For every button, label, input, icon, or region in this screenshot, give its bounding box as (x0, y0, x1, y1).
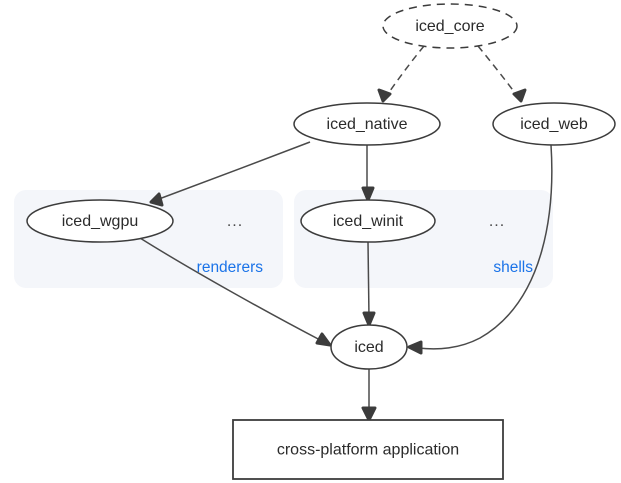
edge-native-to-wgpu (149, 141, 311, 207)
node-label-iced-core: iced_core (415, 18, 484, 35)
node-label-iced-wgpu: iced_wgpu (62, 213, 139, 230)
edge-path-winit-to-iced (367, 241, 370, 319)
node-iced-wgpu[interactable]: iced_wgpu (26, 199, 174, 243)
arrowhead-core-to-web (512, 88, 527, 103)
node-application[interactable]: cross-platform application (232, 419, 504, 480)
arrowhead-web-to-iced (407, 340, 423, 355)
node-label-iced-native: iced_native (327, 116, 408, 133)
group-label-renderers: renderers (197, 259, 264, 276)
node-iced-core[interactable]: iced_core (382, 3, 518, 49)
node-label-iced: iced (354, 339, 383, 356)
arrowhead-wgpu-to-iced (315, 332, 332, 347)
arrowhead-winit-to-iced (362, 311, 376, 327)
edge-path-wgpu-to-iced (139, 237, 323, 342)
node-iced-winit[interactable]: iced_winit (300, 199, 436, 243)
edge-path-web-to-iced (417, 144, 553, 350)
node-label-application: cross-platform application (277, 442, 459, 459)
arrowhead-core-to-native (377, 88, 392, 103)
edge-core-to-native (377, 45, 425, 103)
node-iced-web[interactable]: iced_web (492, 102, 616, 146)
arrowhead-iced-to-application (361, 406, 377, 422)
node-shape-application[interactable] (232, 419, 504, 480)
node-shape-iced-web[interactable] (492, 102, 616, 146)
edge-core-to-web (477, 45, 527, 103)
node-label-iced-winit: iced_winit (333, 213, 404, 230)
node-shape-iced[interactable] (330, 324, 408, 370)
ellipsis-shells: ... (489, 213, 505, 230)
arrowhead-native-to-winit (361, 186, 375, 202)
node-label-iced-web: iced_web (520, 116, 588, 133)
node-shape-iced-core[interactable] (382, 3, 518, 49)
node-shape-iced-native[interactable] (293, 102, 441, 146)
edge-wgpu-to-iced (139, 237, 332, 347)
edges-layer (139, 45, 553, 422)
edge-path-native-to-wgpu (150, 141, 311, 203)
edge-web-to-iced (407, 144, 553, 355)
edge-winit-to-iced (362, 241, 376, 327)
node-iced[interactable]: iced (330, 324, 408, 370)
edge-native-to-winit (361, 145, 375, 202)
node-shape-iced-wgpu[interactable] (26, 199, 174, 243)
arrowhead-native-to-wgpu (149, 192, 164, 207)
node-shape-iced-winit[interactable] (300, 199, 436, 243)
ellipsis-renderers: ... (227, 213, 243, 230)
node-iced-native[interactable]: iced_native (293, 102, 441, 146)
group-label-shells: shells (493, 259, 533, 276)
edge-iced-to-application (361, 369, 377, 422)
